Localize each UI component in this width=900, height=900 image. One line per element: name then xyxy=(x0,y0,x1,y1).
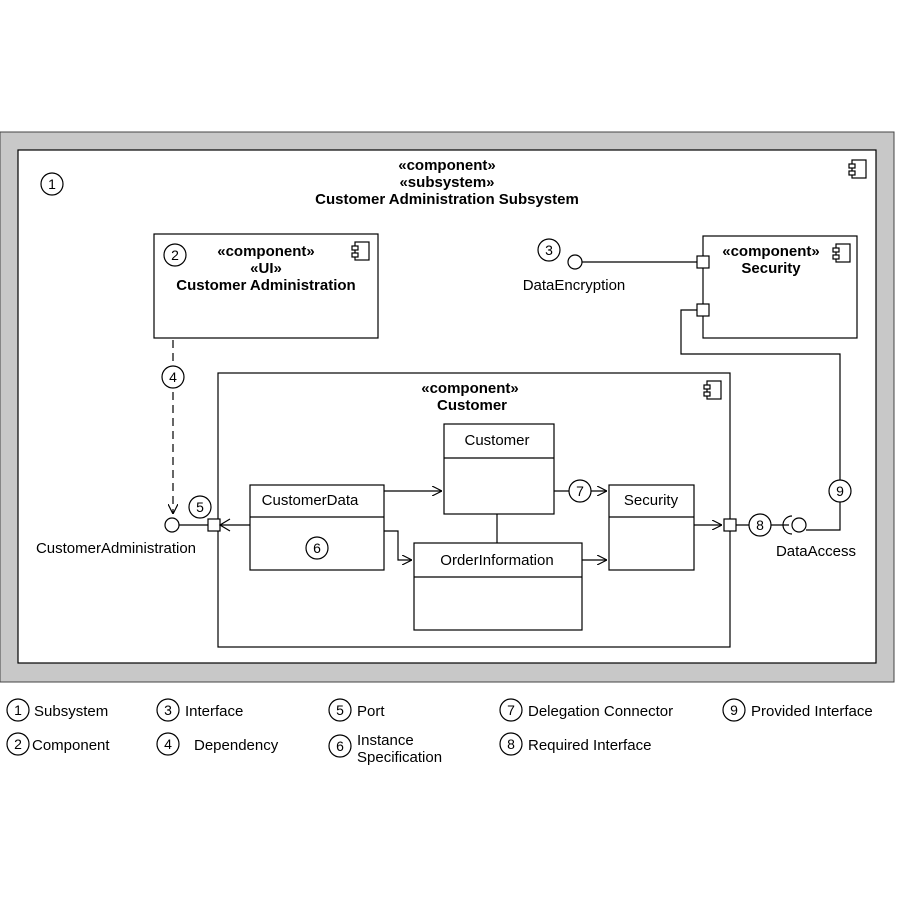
security-component-stereotype: «component» xyxy=(722,243,820,260)
svg-text:Provided Interface: Provided Interface xyxy=(751,703,873,720)
data-access-label: DataAccess xyxy=(776,543,856,560)
legend-item: 7 Delegation Connector xyxy=(499,698,673,722)
legend-item: 4 Dependency xyxy=(156,732,279,756)
data-access-ball xyxy=(791,517,807,533)
svg-text:7: 7 xyxy=(576,483,584,499)
subsystem-marker: 1 xyxy=(40,172,64,196)
part-security-label: Security xyxy=(624,492,679,509)
svg-text:9: 9 xyxy=(730,702,738,718)
part-order-information-label: OrderInformation xyxy=(440,552,553,569)
customer-administration-lollipop xyxy=(164,517,180,533)
component-icon xyxy=(703,380,722,400)
subsystem-stereotype-component: «component» xyxy=(398,157,496,174)
data-encryption-marker: 3 xyxy=(537,238,561,262)
customer-component-stereotype: «component» xyxy=(421,380,519,397)
legend: 1 Subsystem 2 Component 3 Interface 4 De… xyxy=(6,698,873,766)
customer-administration-label: CustomerAdministration xyxy=(36,540,196,557)
svg-text:7: 7 xyxy=(507,702,515,718)
legend-item: 8 Required Interface xyxy=(499,732,651,756)
svg-text:Subsystem: Subsystem xyxy=(34,703,108,720)
data-access-socket xyxy=(782,515,793,535)
subsystem-name: Customer Administration Subsystem xyxy=(315,191,579,208)
customer-port-right xyxy=(723,518,737,532)
svg-text:Required Interface: Required Interface xyxy=(528,737,651,754)
subsystem-stereotype-subsystem: «subsystem» xyxy=(399,174,494,191)
svg-text:4: 4 xyxy=(169,369,177,385)
legend-item: 1 Subsystem xyxy=(6,698,108,722)
part-customer-label: Customer xyxy=(464,432,529,449)
svg-text:Component: Component xyxy=(32,737,110,754)
part-customer xyxy=(443,423,555,515)
part-security xyxy=(608,484,695,571)
legend-item: 6 Instance Specification xyxy=(328,732,442,766)
svg-text:6: 6 xyxy=(336,738,344,754)
dependency-marker: 4 xyxy=(161,365,185,389)
ui-component-marker: 2 xyxy=(163,243,187,267)
svg-text:Interface: Interface xyxy=(185,703,243,720)
svg-text:9: 9 xyxy=(836,483,844,499)
data-encryption-lollipop xyxy=(567,254,583,270)
svg-text:3: 3 xyxy=(164,702,172,718)
component-icon xyxy=(832,243,851,263)
svg-text:5: 5 xyxy=(196,499,204,515)
provided-interface-marker: 9 xyxy=(828,479,852,503)
svg-text:Specification: Specification xyxy=(357,749,442,766)
customerdata-to-order-arrow xyxy=(384,530,412,560)
legend-item: 2 Component xyxy=(6,732,110,756)
svg-text:Port: Port xyxy=(357,703,385,720)
legend-item: 9 Provided Interface xyxy=(722,698,873,722)
component-icon xyxy=(848,159,867,179)
delegation-connector-marker: 7 xyxy=(568,479,592,503)
security-component-name: Security xyxy=(741,260,801,277)
ui-component-name: Customer Administration xyxy=(176,277,355,294)
part-customer-data-label: CustomerData xyxy=(262,492,359,509)
required-interface-marker: 8 xyxy=(748,513,772,537)
data-encryption-label: DataEncryption xyxy=(523,277,626,294)
security-port-top xyxy=(696,255,710,269)
svg-text:1: 1 xyxy=(48,176,56,192)
svg-text:8: 8 xyxy=(507,736,515,752)
component-icon xyxy=(351,241,370,261)
svg-text:2: 2 xyxy=(14,736,22,752)
delegation-arrowhead xyxy=(218,518,231,532)
svg-text:Dependency: Dependency xyxy=(194,737,279,754)
legend-item: 3 Interface xyxy=(156,698,243,722)
security-port-bottom xyxy=(696,303,710,317)
svg-text:1: 1 xyxy=(14,702,22,718)
ui-component-stereotype: «component» xyxy=(217,243,315,260)
svg-text:2: 2 xyxy=(171,247,179,263)
part-order-information xyxy=(413,542,583,631)
svg-text:5: 5 xyxy=(336,702,344,718)
svg-text:3: 3 xyxy=(545,242,553,258)
port-marker: 5 xyxy=(188,495,212,519)
svg-text:6: 6 xyxy=(313,540,321,556)
ui-component-box xyxy=(153,233,379,339)
svg-text:Instance: Instance xyxy=(357,732,414,749)
ui-component-stereotype-ui: «UI» xyxy=(250,260,282,277)
svg-text:8: 8 xyxy=(756,517,764,533)
customer-component-name: Customer xyxy=(437,397,507,414)
svg-text:Delegation Connector: Delegation Connector xyxy=(528,703,673,720)
instance-specification-marker: 6 xyxy=(305,536,329,560)
customer-port-left xyxy=(207,518,221,532)
security-component-box xyxy=(702,235,858,339)
svg-text:4: 4 xyxy=(164,736,172,752)
provided-interface-line xyxy=(680,309,841,531)
legend-item: 5 Port xyxy=(328,698,385,722)
